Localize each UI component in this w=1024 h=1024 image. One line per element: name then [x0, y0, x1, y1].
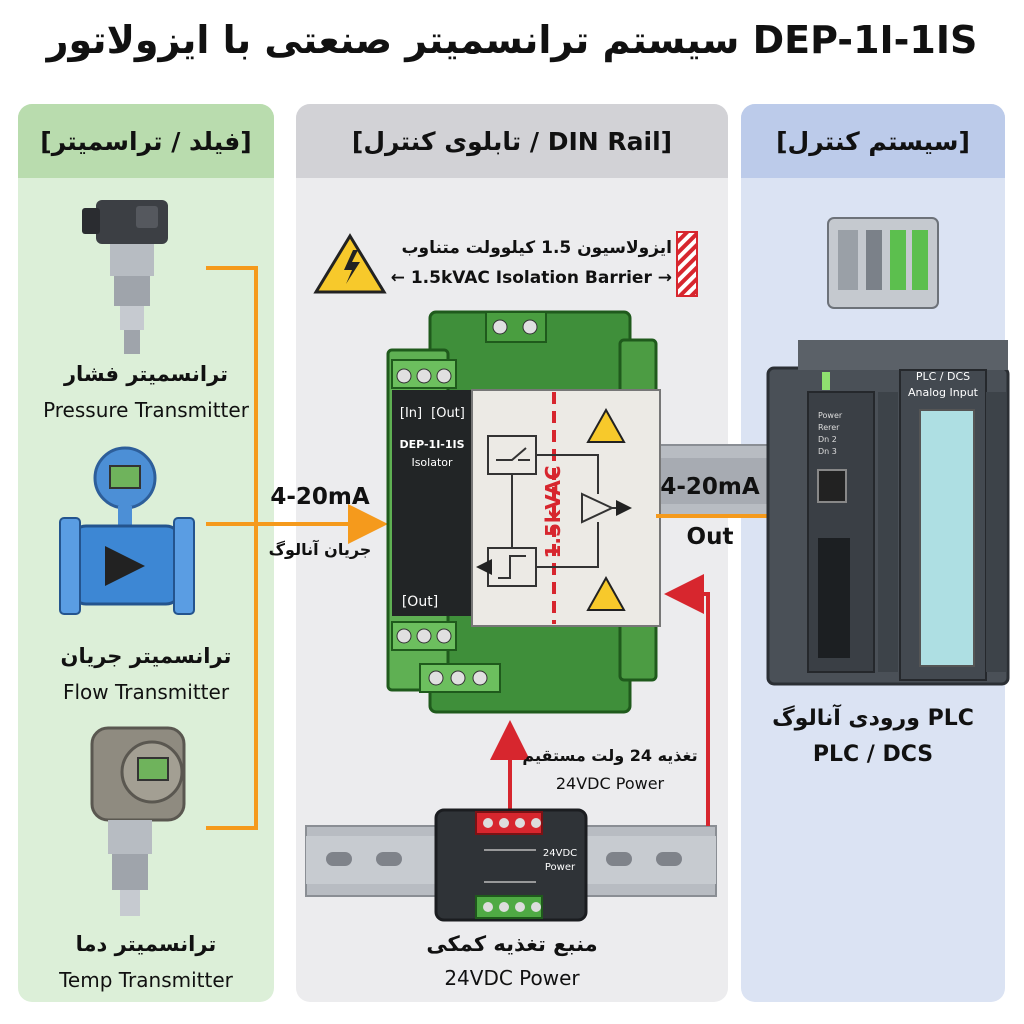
flow-transmitter-label-en: Flow Transmitter: [62, 680, 230, 704]
plc-led-list: Power Rerer Dn 2 Dn 3: [818, 410, 874, 458]
field-panel-header: [فیلد / تراسمیتر]: [18, 104, 274, 178]
output-signal-label: Out: [686, 524, 734, 550]
output-signal-value: 4-20mA: [660, 474, 760, 500]
flow-transmitter-icon: [59, 446, 195, 615]
plc-label-en: PLC / DCS: [812, 742, 934, 767]
temp-transmitter-label-fa: ترانسمیتر دما: [75, 932, 217, 956]
temp-transmitter-label-en: Temp Transmitter: [59, 968, 233, 992]
plc-led-dn3: Dn 3: [818, 447, 837, 456]
psu-label-fa: منبع تغذیه کمکی: [426, 932, 598, 956]
flow-transmitter-label-fa: ترانسمیتر جریان: [60, 644, 232, 668]
power-feed-label-fa: تغذیه 24 ولت مستقیم: [522, 746, 698, 765]
plc-label-fa: ورودی آنالوگ PLC: [772, 706, 974, 731]
pressure-transmitter-label-en: Pressure Transmitter: [43, 398, 249, 422]
isolation-barrier-icon: [676, 231, 698, 297]
psu-label-en: 24VDC Power: [444, 966, 580, 990]
plc-module-label1: PLC / DCS: [915, 370, 971, 383]
plc-rack: [766, 340, 1010, 686]
input-signal-label: جریان آنالوگ: [268, 540, 372, 559]
pressure-transmitter-label-fa: ترانسمیتر فشار: [63, 362, 229, 386]
rail-panel-header: [تابلوی کنترل / DIN Rail]: [296, 104, 728, 178]
plc-module-label2: Analog Input: [908, 386, 978, 399]
isolator-module: [386, 310, 661, 714]
plc-hmi-icon: [827, 217, 939, 309]
page-title: سیستم ترانسمیتر صنعتی با ایزولاتور DEP-1…: [46, 18, 978, 62]
analog-input-lines: [206, 266, 388, 830]
temp-transmitter-icon: [90, 726, 186, 916]
isolation-barrier-label: 1.5kVAC: [541, 465, 565, 559]
psu-body-text: 24VDC: [542, 848, 578, 859]
isolator-model: DEP-1I-1IS: [399, 438, 465, 451]
plc-led-dn2: Dn 2: [818, 435, 837, 444]
isolator-in-label: [In]: [399, 406, 423, 421]
power-lines: [490, 574, 710, 826]
warning-icon: [313, 233, 387, 294]
plc-led-power: Power: [818, 411, 843, 420]
isolation-label-en: ← 1.5kVAC Isolation Barrier →: [390, 268, 672, 288]
isolator-type: Isolator: [411, 456, 453, 469]
psu-body-text2: Power: [544, 862, 576, 873]
plc-led-rerer: Rerer: [818, 423, 840, 432]
control-panel-header: [سیستم کنترل]: [741, 104, 1005, 178]
power-supply-module: [434, 808, 588, 922]
isolator-out-bottom-label: [Out]: [401, 594, 439, 610]
isolator-out-label: [Out]: [431, 406, 465, 421]
pressure-transmitter-icon: [82, 200, 168, 354]
power-feed-label-en: 24VDC Power: [555, 774, 665, 793]
input-signal-value: 4-20mA: [270, 484, 370, 510]
isolation-label-fa: ایزولاسیون 1.5 کیلوولت متناوب: [401, 238, 672, 258]
